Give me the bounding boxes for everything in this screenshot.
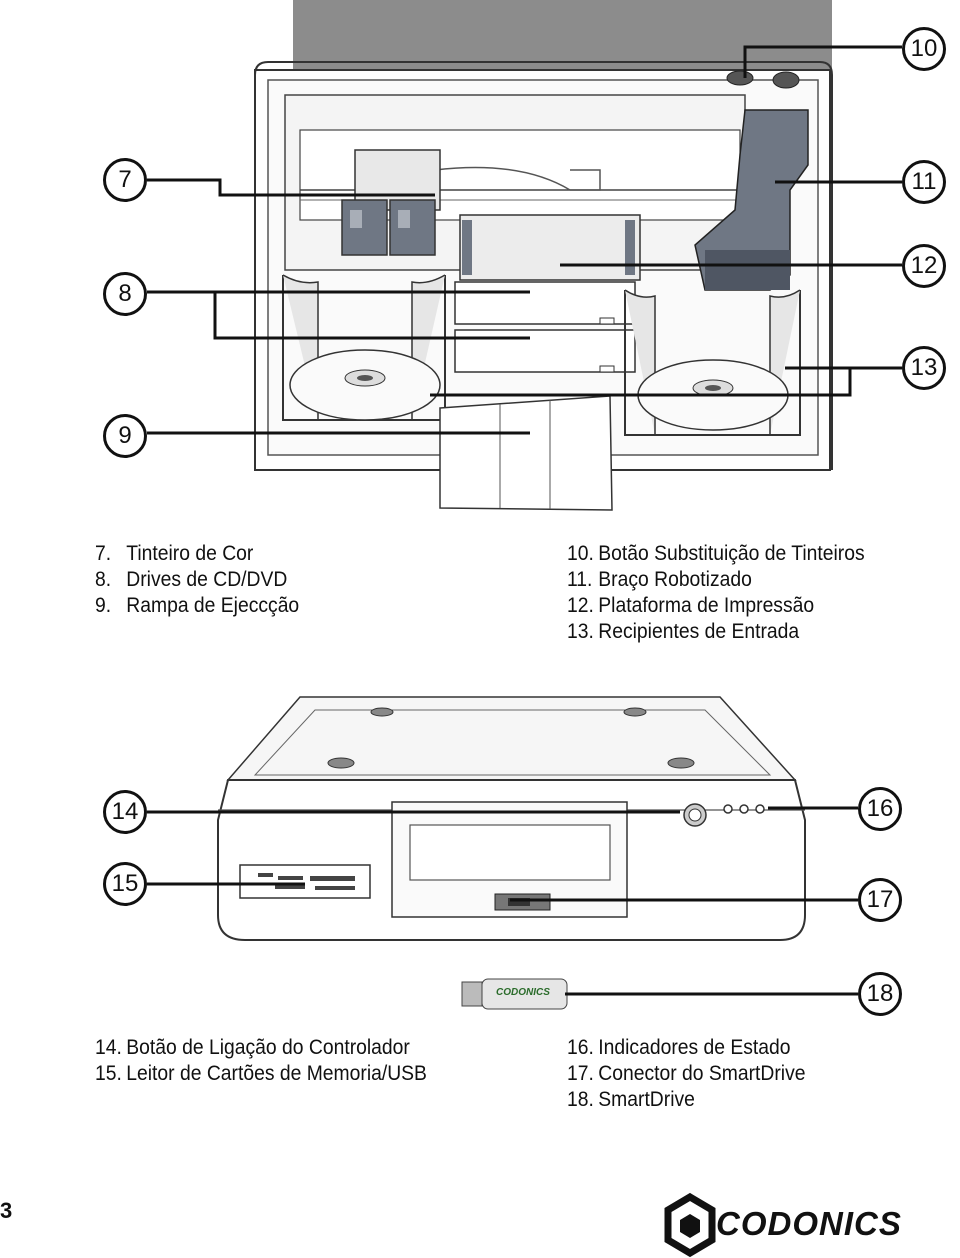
legend-bottom-right: 16.Indicadores de Estado 17.Conector do … — [567, 1035, 806, 1113]
legend-item: 9.Rampa de Ejeccção — [95, 594, 300, 617]
callout-7: 7 — [103, 158, 147, 202]
legend-item: 16.Indicadores de Estado — [567, 1036, 791, 1059]
callout-14: 14 — [103, 790, 147, 834]
callout-11: 11 — [902, 160, 946, 204]
smartdrive-label: CODONICS — [496, 987, 550, 998]
legend-item: 7.Tinteiro de Cor — [95, 542, 254, 565]
legend-bottom-left: 14.Botão de Ligação do Controlador 15.Le… — [95, 1035, 427, 1087]
legend-item: 13.Recipientes de Entrada — [567, 620, 800, 643]
legend-item: 15.Leitor de Cartões de Memoria/USB — [95, 1062, 427, 1085]
callout-8: 8 — [103, 272, 147, 316]
callout-16: 16 — [858, 787, 902, 831]
printer-open-illustration — [147, 0, 902, 511]
printer-front-illustration — [147, 696, 858, 1010]
callout-18: 18 — [858, 972, 902, 1016]
legend-item: 11.Braço Robotizado — [567, 568, 752, 591]
legend-item: 10.Botão Substituição de Tinteiros — [567, 542, 865, 565]
callout-17: 17 — [858, 878, 902, 922]
legend-item: 12.Plataforma de Impressão — [567, 594, 815, 617]
brand-logo: CODONICS — [716, 1205, 902, 1242]
callout-9: 9 — [103, 414, 147, 458]
callout-13: 13 — [902, 346, 946, 390]
legend-item: 17.Conector do SmartDrive — [567, 1062, 806, 1085]
legend-item: 18.SmartDrive — [567, 1088, 695, 1111]
legend-item: 14.Botão de Ligação do Controlador — [95, 1036, 410, 1059]
legend-top-right: 10.Botão Substituição de Tinteiros 11.Br… — [567, 541, 865, 645]
callout-15: 15 — [103, 862, 147, 906]
callout-10: 10 — [902, 27, 946, 71]
page-number: 3 — [0, 1198, 13, 1223]
callout-12: 12 — [902, 244, 946, 288]
legend-top-left: 7.Tinteiro de Cor 8.Drives de CD/DVD 9.R… — [95, 541, 299, 619]
legend-item: 8.Drives de CD/DVD — [95, 568, 288, 591]
